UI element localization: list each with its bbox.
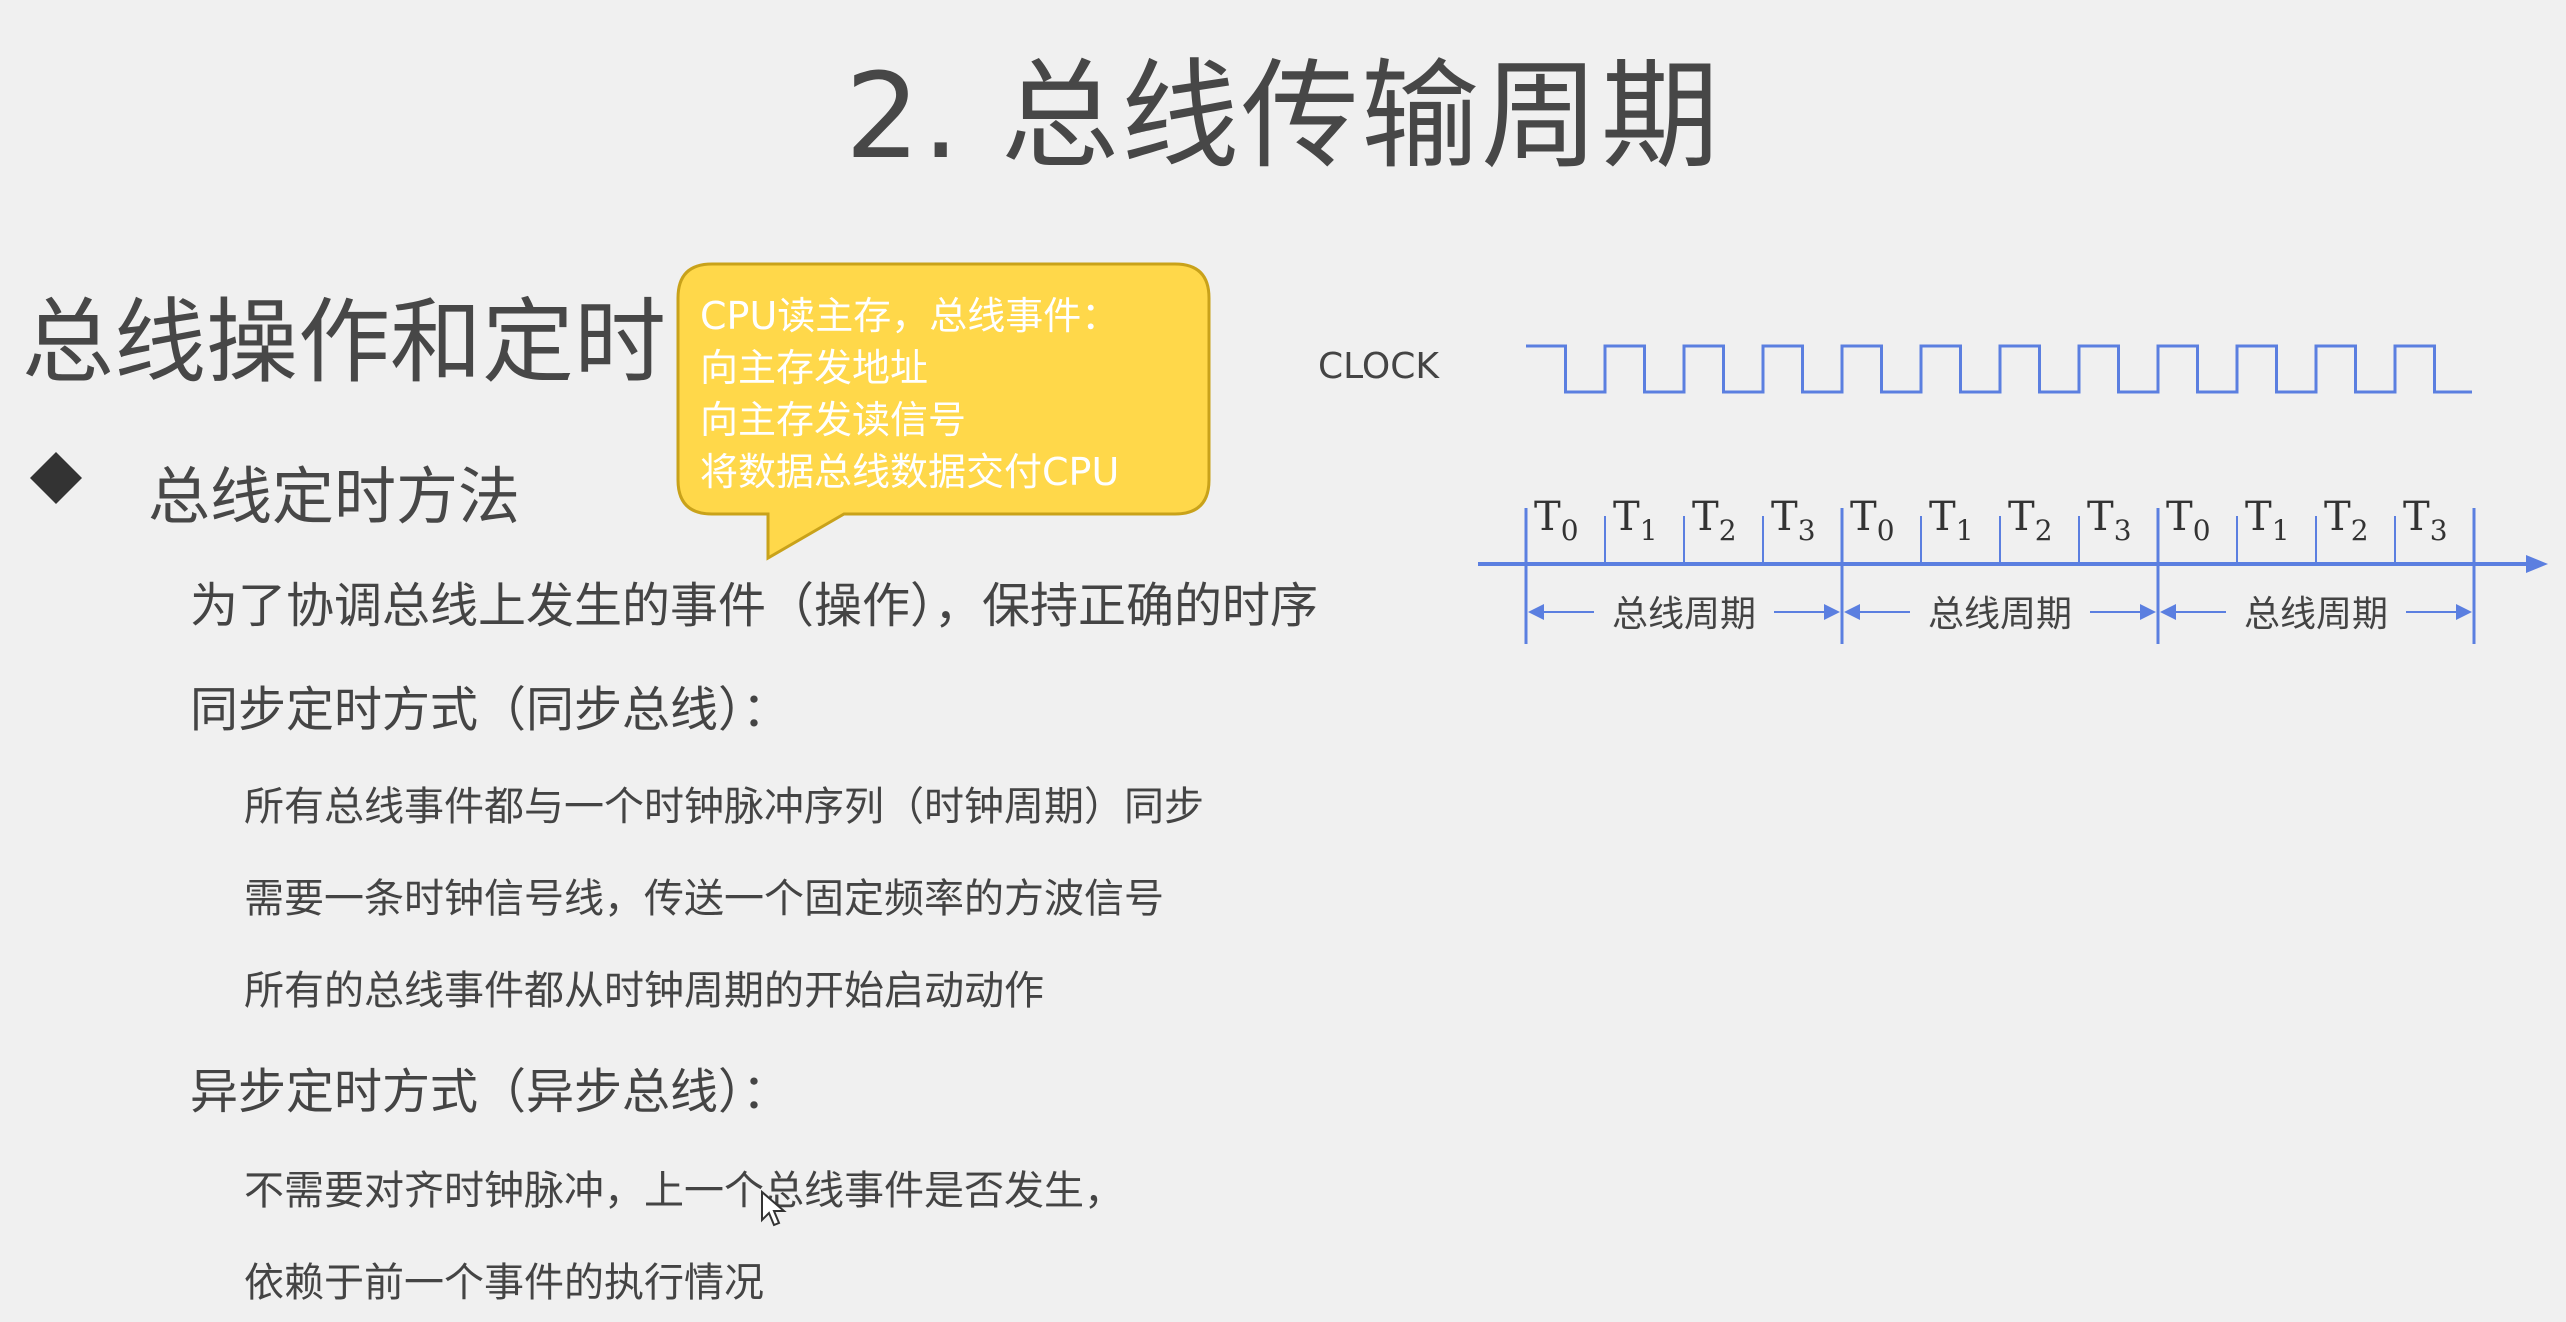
section-heading: 总线操作和定时 [22,289,667,396]
mouse-cursor-icon [761,1190,787,1227]
t-label: T1 [2245,494,2290,547]
period-label: 总线周期 [1928,594,2072,635]
arrow-left-icon [1528,604,1544,620]
callout-bubble [676,262,1211,561]
clock-label: CLOCK [1318,346,1439,387]
async-point: 不需要对齐时钟脉冲，上一个总线事件是否发生， [244,1168,1124,1214]
arrow-left-icon [2160,604,2176,620]
callout-text: CPU读主存，总线事件： 向主存发地址 向主存发读信号 将数据总线数据交付CPU [700,290,1119,498]
t-label: T1 [1929,494,1974,547]
arrow-right-icon [2456,604,2472,620]
callout-line: 向主存发地址 [700,346,929,390]
bullet-title: 总线定时方法 [148,460,521,533]
arrow-right-icon [2140,604,2156,620]
t-label: T0 [1534,494,1579,547]
arrow-left-icon [1844,604,1860,620]
t-label: T3 [1771,494,1816,547]
clock-waveform [1526,344,2472,394]
t-label: T2 [2324,494,2369,547]
t-label: T0 [1850,494,1895,547]
t-label: T2 [2008,494,2053,547]
slide-title: 2. 总线传输周期 [844,47,1722,185]
async-point: 依赖于前一个事件的执行情况 [244,1260,764,1306]
axis-arrow-icon [2526,555,2548,573]
arrow-right-icon [1824,604,1840,620]
t-label: T3 [2403,494,2448,547]
t-label: T2 [1692,494,1737,547]
callout-line: 将数据总线数据交付CPU [700,450,1120,494]
sync-heading: 同步定时方式（同步总线）： [190,682,791,738]
callout-line: 向主存发读信号 [700,398,967,442]
sync-point: 所有总线事件都与一个时钟脉冲序列（时钟周期）同步 [244,784,1204,830]
period-label: 总线周期 [2244,594,2388,635]
diamond-bullet-icon [30,452,82,504]
callout-line: CPU读主存，总线事件： [700,294,1120,338]
sync-point: 所有的总线事件都从时钟周期的开始启动动作 [244,968,1044,1014]
async-heading: 异步定时方式（异步总线）： [190,1064,791,1120]
t-label: T1 [1613,494,1658,547]
intro-line: 为了协调总线上发生的事件（操作），保持正确的时序 [190,578,1319,634]
period-label: 总线周期 [1612,594,1756,635]
t-label: T3 [2087,494,2132,547]
sync-point: 需要一条时钟信号线，传送一个固定频率的方波信号 [244,876,1164,922]
t-label: T0 [2166,494,2211,547]
